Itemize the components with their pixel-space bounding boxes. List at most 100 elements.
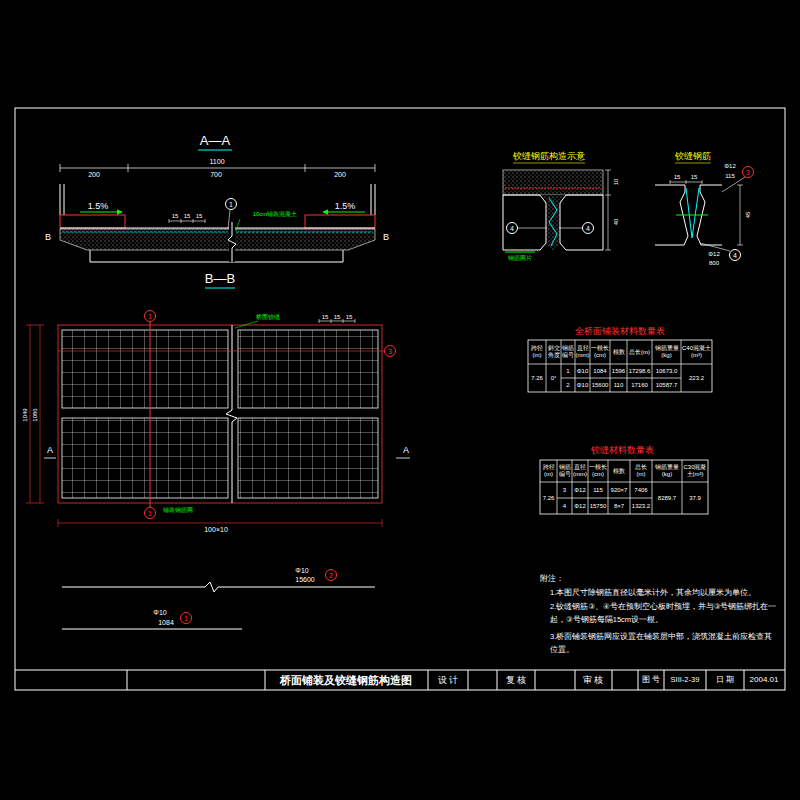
callout-number: 3 bbox=[388, 348, 392, 355]
table-cell: 10587.7 bbox=[656, 382, 678, 389]
callout-number: 4 bbox=[586, 225, 590, 232]
table-cell: 根数 bbox=[611, 349, 627, 356]
callout-circle: 1 bbox=[180, 612, 192, 624]
heading-label: 铰缝钢筋构造示意 bbox=[513, 151, 585, 161]
title-block-text: 图 号 bbox=[642, 675, 660, 684]
callout-circle: 3 bbox=[384, 345, 396, 357]
callout-number: 2 bbox=[329, 572, 333, 579]
callout-number: 4 bbox=[510, 225, 514, 232]
callout-circle: 4 bbox=[506, 222, 518, 234]
callout-circle: 1 bbox=[144, 507, 156, 519]
table-cell: 一根长(cm) bbox=[589, 464, 607, 478]
callout-number: 1 bbox=[184, 615, 188, 622]
table-cell: 15750 bbox=[590, 503, 607, 510]
callout-number: 1 bbox=[229, 201, 233, 208]
table-cell: 4 bbox=[563, 503, 566, 510]
heading-label: 全桥面铺装材料数量表 bbox=[575, 326, 665, 336]
table-cell: Φ12 bbox=[574, 487, 585, 494]
title-block-text: SIII-2-39 bbox=[671, 676, 700, 685]
table-cell: 37.9 bbox=[689, 495, 701, 502]
callout-number: 1 bbox=[148, 510, 152, 517]
table-cell: 1596 bbox=[612, 368, 625, 375]
dimension-label: Φ12 bbox=[708, 251, 719, 258]
callout-circle: 1 bbox=[225, 198, 237, 210]
table-cell: C40混凝土(m³) bbox=[682, 345, 711, 359]
table-cell: 总长(m) bbox=[628, 349, 651, 356]
dimension-label: 40 bbox=[613, 219, 620, 226]
table-cell: 0° bbox=[551, 375, 557, 382]
table-cell: 斜交角度 bbox=[547, 345, 560, 359]
dimension-label: 10 bbox=[613, 179, 620, 186]
dimension-label: 15 bbox=[172, 213, 179, 220]
drawing-title: 桥面铺装及铰缝钢筋构造图 bbox=[280, 674, 412, 687]
title-block-text: 复 核 bbox=[506, 675, 527, 685]
table-cell: 7406 bbox=[634, 487, 647, 494]
dimension-label: Φ12 bbox=[724, 163, 735, 170]
dimension-label: 15 bbox=[184, 213, 191, 220]
table-cell: 一根长(cm) bbox=[591, 345, 610, 359]
dimension-label: 15 bbox=[346, 314, 353, 321]
table-cell: 3 bbox=[563, 487, 566, 494]
table-cell: 8×7 bbox=[614, 503, 624, 510]
table-cell: Φ10 bbox=[577, 382, 588, 389]
table-cell: 920×7 bbox=[611, 487, 628, 494]
dimension-label: 15 bbox=[334, 314, 341, 321]
dimension-label: 200 bbox=[88, 171, 100, 179]
dimension-label: 200 bbox=[334, 171, 346, 179]
heading-label: 铰缝钢筋 bbox=[675, 151, 711, 161]
dimension-label: 115 bbox=[725, 173, 735, 180]
table-cell: 7.26 bbox=[531, 375, 543, 382]
table-cell: Φ12 bbox=[574, 503, 585, 510]
dimension-label: 100×10 bbox=[204, 526, 228, 534]
table-cell: 7.26 bbox=[543, 495, 555, 502]
callout-number: 1 bbox=[148, 313, 152, 320]
table-cell: 钢筋编号 bbox=[558, 464, 571, 478]
dimension-label: 15 bbox=[691, 174, 698, 181]
dimension-label: 700 bbox=[210, 171, 222, 179]
note-text: 3.桥面铺装钢筋网应设置在铺装层中部，浇筑混凝土前应检查其位置。 bbox=[550, 630, 778, 656]
table-cell: 钢筋编号 bbox=[562, 345, 574, 359]
section-title: B—B bbox=[205, 272, 235, 287]
title-block-text: 日 期 bbox=[716, 675, 734, 684]
dimension-label: B bbox=[45, 232, 51, 242]
dimension-label: 桥面铰缝 bbox=[256, 314, 280, 321]
callout-circle: 4 bbox=[729, 249, 741, 261]
dimension-label: 45 bbox=[745, 212, 752, 219]
dimension-label: Φ10 bbox=[295, 567, 308, 575]
table-cell: 1084 bbox=[593, 368, 606, 375]
table-cell: 直径(mm) bbox=[573, 464, 587, 478]
dimension-label: 1084 bbox=[158, 619, 174, 627]
table-cell: 跨径(m) bbox=[529, 345, 545, 359]
table-cell: 2 bbox=[566, 382, 569, 389]
note-text: 附注： bbox=[540, 572, 564, 585]
table-cell: 115 bbox=[593, 487, 603, 494]
title-block-text: 审 核 bbox=[583, 675, 604, 685]
callout-number: 4 bbox=[733, 252, 737, 259]
table-cell: 直径(mm) bbox=[576, 345, 590, 359]
dimension-label: 1.5% bbox=[88, 201, 109, 211]
callout-circle: 4 bbox=[582, 222, 594, 234]
dimension-label: A bbox=[47, 445, 53, 455]
dimension-label: 铺装钢筋网 bbox=[163, 507, 193, 514]
table-cell: 跨径(m) bbox=[541, 464, 556, 478]
dimension-label: 1.5% bbox=[335, 201, 356, 211]
dimension-label: 15 bbox=[322, 314, 329, 321]
note-text: 2.铰缝钢筋③、④号在预制空心板时预埋，并与③号钢筋绑扎在一起，③号钢筋每隔15… bbox=[550, 600, 778, 626]
title-block-text: 设 计 bbox=[438, 675, 459, 685]
dimension-label: 15 bbox=[196, 213, 203, 220]
note-text: 1.本图尺寸除钢筋直径以毫米计外，其余均以厘米为单位。 bbox=[550, 586, 778, 599]
table-cell: 1 bbox=[566, 368, 569, 375]
dimension-label: B bbox=[383, 232, 389, 242]
dimension-label: 1049 bbox=[22, 408, 29, 421]
table-cell: 钢筋重量(kg) bbox=[653, 464, 681, 478]
table-cell: 10673.0 bbox=[656, 368, 678, 375]
dimension-label: 钢筋网片 bbox=[508, 255, 532, 262]
dimension-label: 1100 bbox=[209, 158, 224, 166]
section-title: A—A bbox=[200, 134, 230, 149]
title-block-text: 2004.01 bbox=[750, 675, 779, 684]
callout-circle: 1 bbox=[144, 310, 156, 322]
callout-circle: 2 bbox=[325, 569, 337, 581]
heading-label: 铰缝材料数量表 bbox=[591, 445, 654, 455]
dimension-label: 15 bbox=[674, 174, 681, 181]
